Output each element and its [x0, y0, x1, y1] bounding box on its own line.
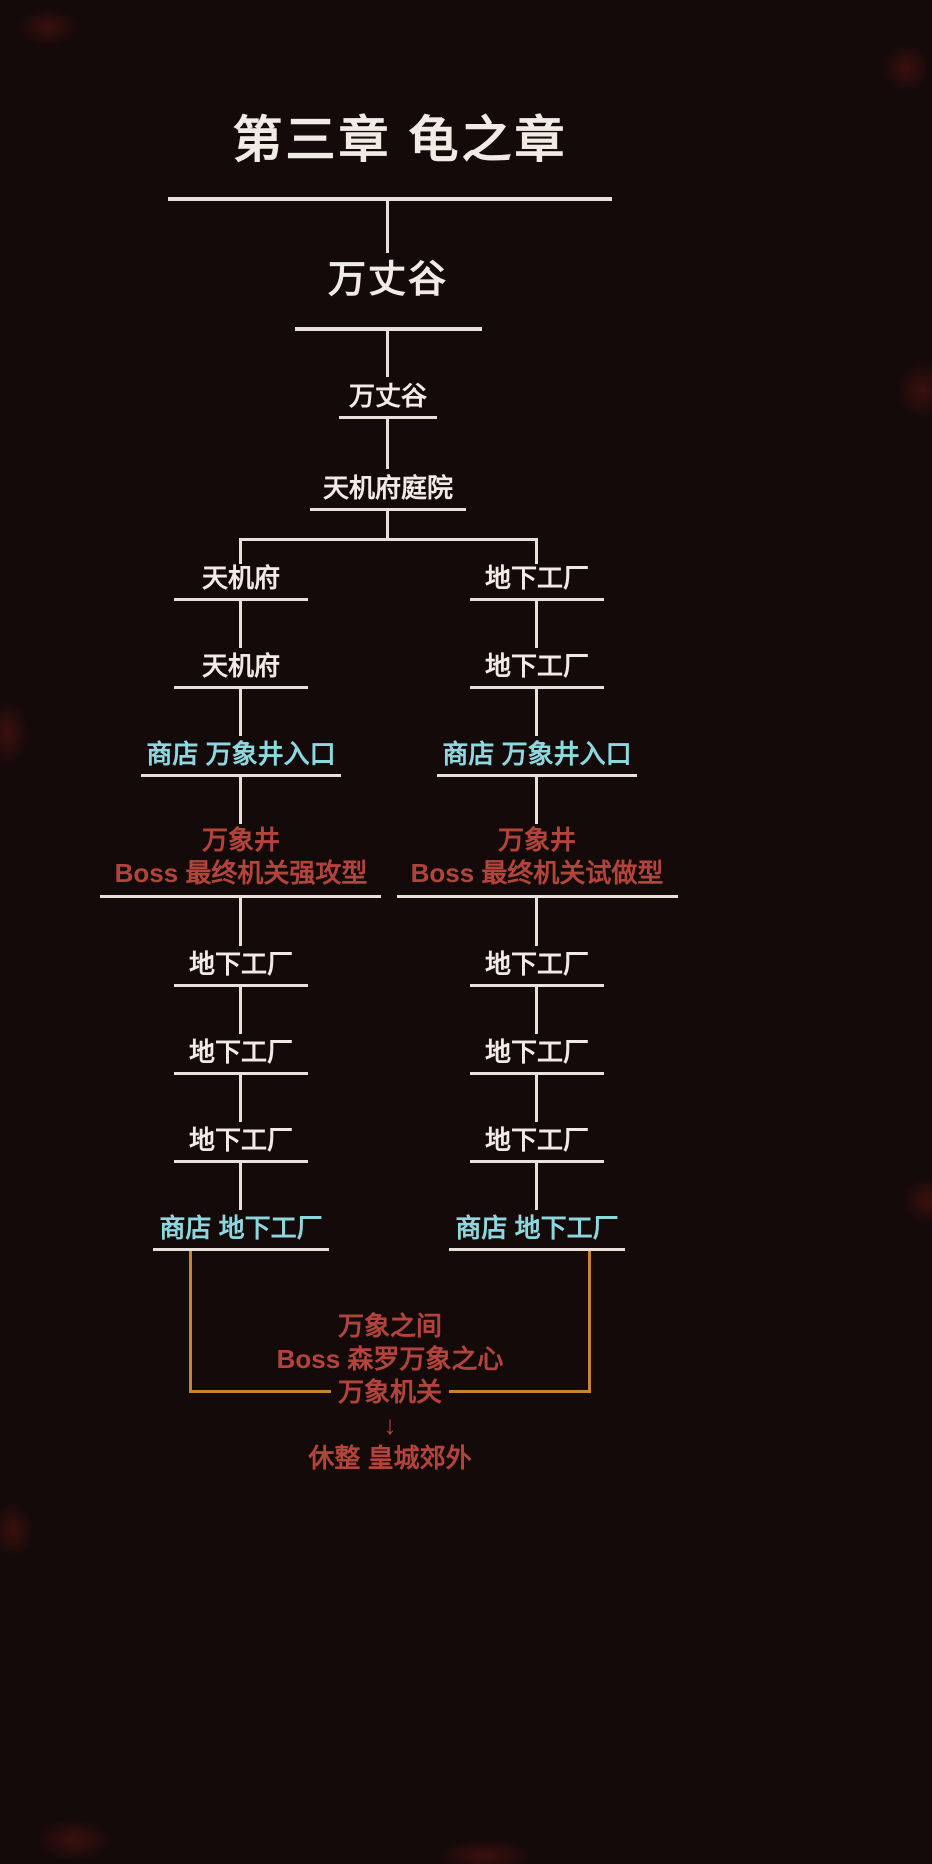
connector-line — [386, 201, 389, 253]
finale-boss-label: Boss 森罗万象之心 — [276, 1344, 504, 1374]
texture-blotch — [24, 1812, 124, 1864]
texture-blotch — [896, 1170, 932, 1232]
connector-line — [535, 1163, 538, 1210]
chapter-title: 第三章 龟之章 — [232, 112, 568, 168]
area-title: 万丈谷 — [327, 259, 449, 301]
connector-line — [239, 1075, 242, 1122]
texture-blotch — [8, 2, 88, 52]
texture-blotch — [874, 36, 932, 100]
chapter-title-underline — [168, 197, 612, 201]
connector-line — [386, 419, 389, 469]
node-underline — [470, 984, 604, 987]
node-underline — [449, 1248, 625, 1251]
node-underline — [174, 1072, 308, 1075]
node-right-row7: 地下工厂 — [484, 1125, 590, 1155]
connector-line — [239, 1163, 242, 1210]
connector-line — [386, 331, 389, 377]
node-underline — [397, 895, 678, 898]
branch-line — [535, 538, 538, 564]
node-underline — [174, 598, 308, 601]
bracket-line-right — [588, 1251, 591, 1393]
boss-name-label: Boss 最终机关强攻型 — [114, 858, 368, 888]
connector-line — [239, 777, 242, 824]
bracket-line-right — [449, 1390, 591, 1393]
node-left-shop-factory: 商店 地下工厂 — [159, 1213, 323, 1243]
texture-blotch — [0, 1494, 40, 1566]
node-underline — [100, 895, 381, 898]
finale-mechanism-label: 万象机关 — [337, 1377, 442, 1407]
node-left-row6: 地下工厂 — [188, 1037, 294, 1067]
node-underline — [174, 984, 308, 987]
node-underline — [153, 1248, 329, 1251]
node-right-shop-well-entrance: 商店 万象井入口 — [442, 739, 632, 769]
connector-line — [239, 898, 242, 946]
node-left-row2: 天机府 — [201, 651, 281, 681]
bracket-line-left — [189, 1390, 331, 1393]
boss-name-label: Boss 最终机关试做型 — [410, 858, 664, 888]
node-right-row5: 地下工厂 — [484, 949, 590, 979]
connector-line — [239, 689, 242, 736]
node-tianjifu-courtyard: 天机府庭院 — [322, 473, 454, 503]
down-arrow-icon: ↓ — [383, 1410, 397, 1440]
branch-line — [239, 538, 242, 564]
node-right-shop-factory: 商店 地下工厂 — [455, 1213, 619, 1243]
texture-blotch — [0, 690, 36, 776]
node-right-boss: 万象井 Boss 最终机关试做型 — [411, 824, 664, 890]
finale-rest-label: 休整 皇城郊外 — [308, 1443, 472, 1473]
node-wanzhang-valley: 万丈谷 — [348, 381, 428, 411]
texture-blotch — [420, 1834, 550, 1864]
node-underline — [437, 774, 637, 777]
connector-line — [535, 987, 538, 1034]
node-right-row1: 地下工厂 — [484, 563, 590, 593]
boss-location-label: 万象井 — [201, 825, 280, 855]
node-underline — [339, 416, 437, 419]
node-underline — [310, 508, 466, 511]
connector-line — [386, 511, 389, 539]
area-title-underline — [295, 327, 482, 331]
node-underline — [174, 1160, 308, 1163]
node-underline — [141, 774, 341, 777]
boss-location-label: 万象井 — [497, 825, 576, 855]
node-left-row5: 地下工厂 — [188, 949, 294, 979]
finale-location-label: 万象之间 — [337, 1311, 442, 1341]
node-underline — [174, 686, 308, 689]
node-left-boss: 万象井 Boss 最终机关强攻型 — [115, 824, 368, 890]
node-underline — [470, 1160, 604, 1163]
node-right-row2: 地下工厂 — [484, 651, 590, 681]
node-underline — [470, 1072, 604, 1075]
node-left-row7: 地下工厂 — [188, 1125, 294, 1155]
connector-line — [535, 1075, 538, 1122]
bracket-line-left — [189, 1251, 192, 1393]
node-right-row6: 地下工厂 — [484, 1037, 590, 1067]
connector-line — [535, 689, 538, 736]
connector-line — [239, 601, 242, 648]
texture-blotch — [888, 352, 932, 428]
node-underline — [470, 598, 604, 601]
connector-line — [535, 777, 538, 824]
finale-block: 万象之间 Boss 森罗万象之心 万象机关 ↓ 休整 皇城郊外 — [277, 1310, 504, 1475]
node-underline — [470, 686, 604, 689]
node-left-shop-well-entrance: 商店 万象井入口 — [146, 739, 336, 769]
node-left-row1: 天机府 — [201, 563, 281, 593]
branch-line — [239, 538, 538, 541]
connector-line — [239, 987, 242, 1034]
connector-line — [535, 601, 538, 648]
connector-line — [535, 898, 538, 946]
